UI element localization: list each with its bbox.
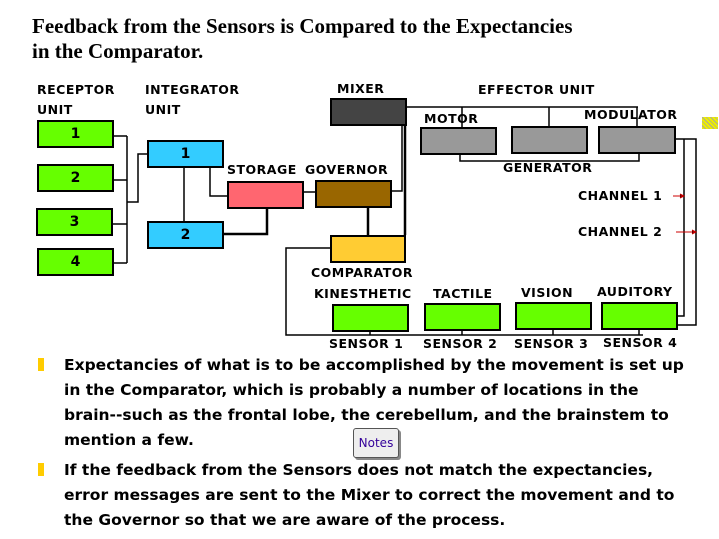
receptor-1: 1 (37, 120, 114, 148)
generator-label: GENERATOR (503, 160, 593, 175)
channel-2-label: CHANNEL 2 (578, 224, 663, 239)
sensor-3-label: SENSOR 3 (514, 336, 589, 351)
sensor-2-box (424, 303, 501, 331)
sensor-4-box (601, 302, 678, 330)
receptor-unit-label-2: UNIT (37, 102, 73, 117)
storage-box (227, 181, 304, 209)
tactile-label: TACTILE (433, 286, 493, 301)
motor-label: MOTOR (424, 111, 479, 126)
bullet-icon (38, 463, 44, 476)
slide-title-line-1: Feedback from the Sensors is Compared to… (32, 14, 573, 38)
sensor-1-box (332, 304, 409, 332)
receptor-2: 2 (37, 164, 114, 192)
effector-unit-label: EFFECTOR UNIT (478, 82, 595, 97)
mixer-box (330, 98, 407, 126)
governor-label: GOVERNOR (305, 162, 389, 177)
governor-box (315, 180, 392, 208)
integrator-2: 2 (147, 221, 224, 249)
clipart-icon (702, 117, 718, 129)
integrator-1: 1 (147, 140, 224, 168)
sensor-1-label: SENSOR 1 (329, 336, 404, 351)
receptor-unit-label-1: RECEPTOR (37, 82, 115, 97)
sensor-4-label: SENSOR 4 (603, 335, 678, 350)
bullet-text-2: If the feedback from the Sensors does no… (64, 461, 675, 529)
storage-label: STORAGE (227, 162, 297, 177)
bullet-icon (38, 358, 44, 371)
kinesthetic-label: KINESTHETIC (314, 286, 412, 301)
channel-1-label: CHANNEL 1 (578, 188, 663, 203)
receptor-3: 3 (36, 208, 113, 236)
comparator-label: COMPARATOR (311, 265, 414, 280)
vision-label: VISION (521, 285, 574, 300)
comparator-box (330, 235, 406, 263)
sensor-3-box (515, 302, 592, 330)
generator-box (511, 126, 588, 154)
bullet-text-1: Expectancies of what is to be accomplish… (64, 356, 684, 449)
slide-title-line-2: in the Comparator. (32, 39, 204, 63)
integrator-unit-label-2: UNIT (145, 102, 181, 117)
channel-arrows (673, 193, 698, 235)
mixer-label: MIXER (337, 81, 385, 96)
receptor-4: 4 (37, 248, 114, 276)
modulator-label: MODULATOR (584, 107, 678, 122)
modulator-box (598, 126, 676, 154)
motor-box (420, 127, 497, 155)
auditory-label: AUDITORY (597, 284, 673, 299)
notes-button[interactable]: Notes (353, 428, 399, 458)
integrator-unit-label-1: INTEGRATOR (145, 82, 240, 97)
sensor-2-label: SENSOR 2 (423, 336, 498, 351)
